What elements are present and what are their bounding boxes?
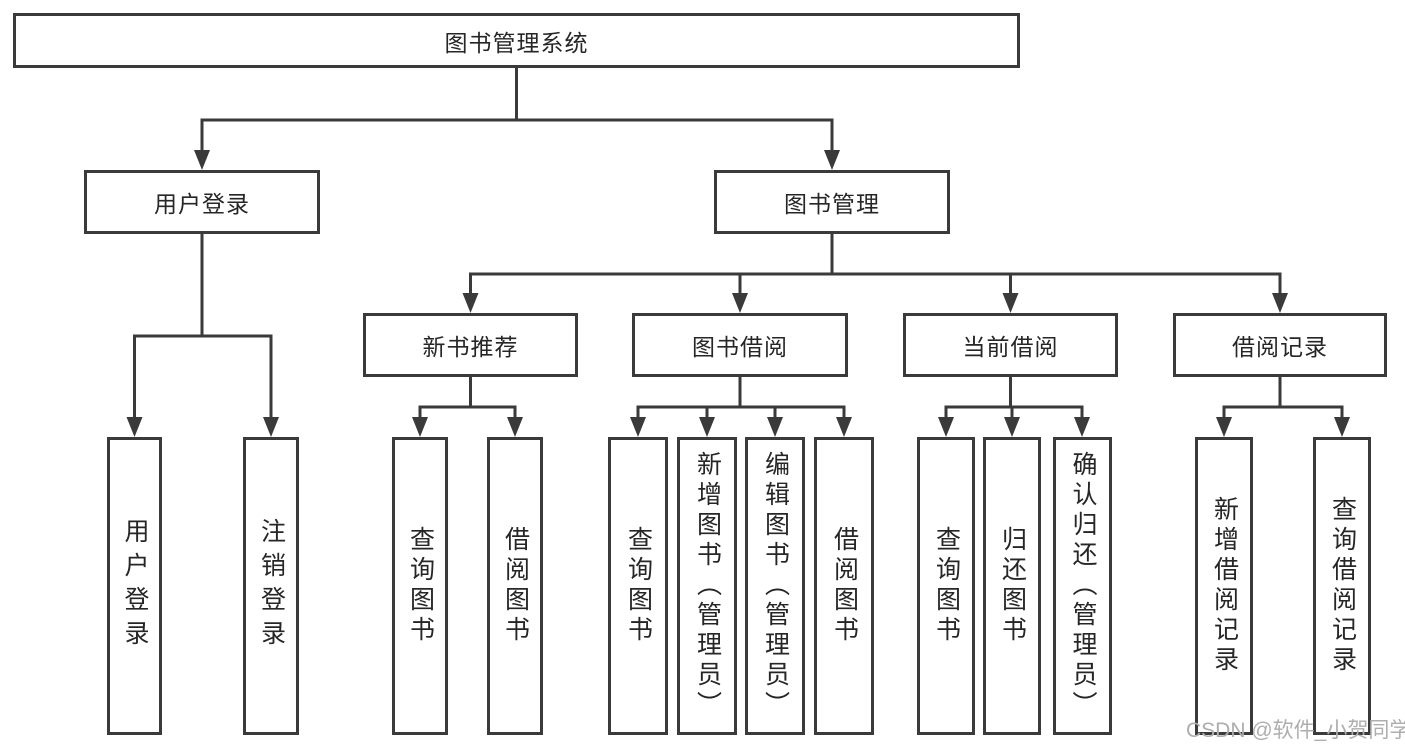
node-recommend-query-books: 查询图书 (392, 437, 448, 735)
node-confirm-return-admin: 确认归还（管理员） (1053, 437, 1112, 735)
node-add-borrow-record: 新增借阅记录 (1195, 437, 1253, 735)
connector-new-book-recommend-branch (412, 377, 523, 437)
node-book-borrow: 图书借阅 (632, 313, 848, 377)
node-user-login-group: 用户登录 (84, 170, 320, 234)
connector-root-to-level2 (194, 68, 840, 170)
connector-book-borrow-branch (630, 377, 852, 437)
node-return-books: 归还图书 (983, 437, 1041, 735)
connector-current-borrow-branch (938, 377, 1090, 437)
node-current-borrow: 当前借阅 (903, 313, 1118, 377)
node-logout-leaf: 注销登录 (243, 437, 299, 735)
csdn-watermark: CSDN @软件_小贺同学 (1186, 719, 1405, 742)
node-add-books-admin: 新增图书（管理员） (677, 437, 737, 735)
node-current-query-books: 查询图书 (917, 437, 975, 735)
connector-borrow-records-branch (1216, 377, 1350, 437)
node-borrow-records: 借阅记录 (1173, 313, 1387, 377)
node-user-login-leaf: 用户登录 (107, 437, 162, 735)
node-borrow-query-books: 查询图书 (608, 437, 668, 735)
node-borrow-books-leaf: 借阅图书 (814, 437, 874, 735)
node-query-borrow-record: 查询借阅记录 (1313, 437, 1371, 735)
node-library-system: 图书管理系统 (13, 13, 1020, 68)
node-book-management: 图书管理 (714, 170, 950, 234)
node-recommend-borrow-books: 借阅图书 (487, 437, 543, 735)
node-edit-books-admin: 编辑图书（管理员） (745, 437, 805, 735)
connector-user-login-branch (126, 234, 279, 437)
connector-book-management-branch (462, 234, 1288, 313)
node-new-book-recommend: 新书推荐 (363, 313, 578, 377)
